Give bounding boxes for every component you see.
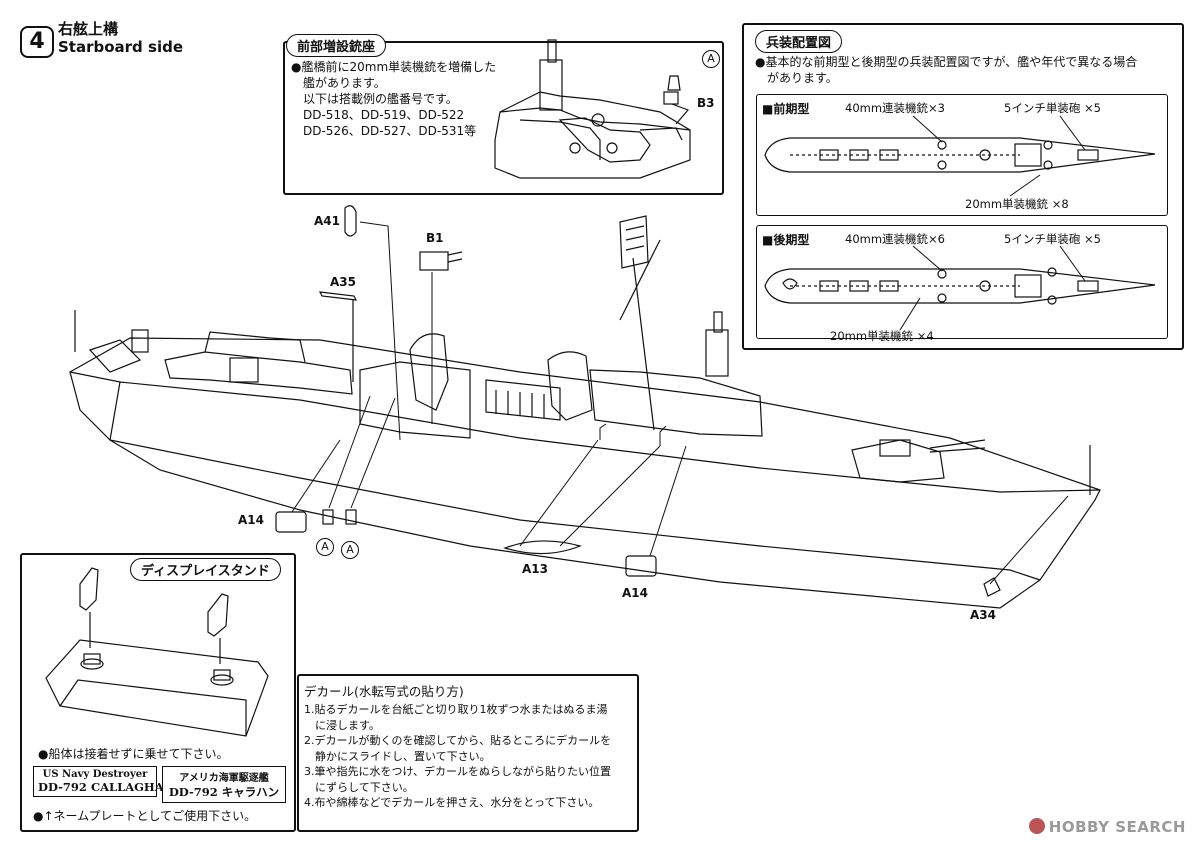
mast [619,215,661,431]
early-aa40-label: 40mm連装機銃×3 [845,101,945,115]
nameplate-japanese: アメリカ海軍駆逐艦 DD-792 キャラハン [162,766,286,803]
armament-leaders [899,115,1086,331]
late-type-box [756,225,1168,339]
part-a-marker-left: A [316,538,334,556]
forward-gun-box [283,41,724,195]
early-hull-plan [764,137,1156,173]
part-sketches [275,205,1001,597]
part-a41-label: A41 [314,214,340,228]
part-b3-label: B3 [697,96,715,110]
late-gun5-label: 5インチ単装砲 ×5 [1004,232,1101,246]
part-a14-right-label: A14 [622,586,648,600]
forward-gun-note: ●艦橋前に20mm単装機銃を増備した 艦があります。 以下は搭載例の艦番号です。… [291,60,497,138]
decal-title: デカール(水転写式の貼り方) [304,684,464,699]
forward-gun-box-title: 前部増設銃座 [286,34,387,57]
stand-note: ●船体は接着せずに乗せて下さい。 [38,747,229,761]
part-leaders [291,221,1069,585]
decal-steps: 1.貼るデカールを台紙ごと切り取り1枚ずつ水またはぬるま湯 に浸します。 2.デ… [304,703,612,809]
decal-instructions-box [297,674,639,832]
nameplate-note: ●↑ネームプレートとしてご使用下さい。 [33,809,257,823]
part-b1-label: B1 [426,231,444,245]
watermark: HOBBY SEARCH [1028,818,1186,836]
part-a34-label: A34 [970,608,996,622]
part-a-marker-right: A [341,541,359,559]
display-stand-title: ディスプレイスタンド [130,558,281,581]
armament-box [742,23,1184,350]
display-stand-box [20,553,296,832]
armament-box-title: 兵装配置図 [755,30,843,53]
late-type-label: ■後期型 [762,233,810,247]
bullet: ● [291,60,302,74]
bridge-sketch [494,39,691,179]
armament-note: ●基本的な前期型と後期型の兵装配置図ですが、艦や年代で異なる場合 があります。 [755,55,1138,85]
part-a13-label: A13 [522,562,548,576]
step-number: 4 [20,26,54,58]
late-aa20-label: 20mm単装機銃 ×4 [830,329,934,343]
stand-sketch [45,567,269,737]
step-title-jp: 右舷上構 [58,20,119,38]
early-aa20-label: 20mm単装機銃 ×8 [965,197,1069,211]
step-title-en: Starboard side [58,38,183,56]
watermark-logo-icon [1028,818,1045,834]
part-a-marker-box: A [702,50,720,68]
late-hull-plan [764,267,1156,305]
part-a35-label: A35 [330,275,356,289]
early-type-label: ■前期型 [762,102,810,116]
early-gun5-label: 5インチ単装砲 ×5 [1004,101,1101,115]
early-type-box [756,94,1168,216]
ship-superstructure [74,310,1091,495]
part-a14-left-label: A14 [238,513,264,527]
ship-hull [69,337,1101,609]
late-aa40-label: 40mm連装機銃×6 [845,232,945,246]
nameplate-english: US Navy Destroyer DD-792 CALLAGHAN [33,766,174,797]
